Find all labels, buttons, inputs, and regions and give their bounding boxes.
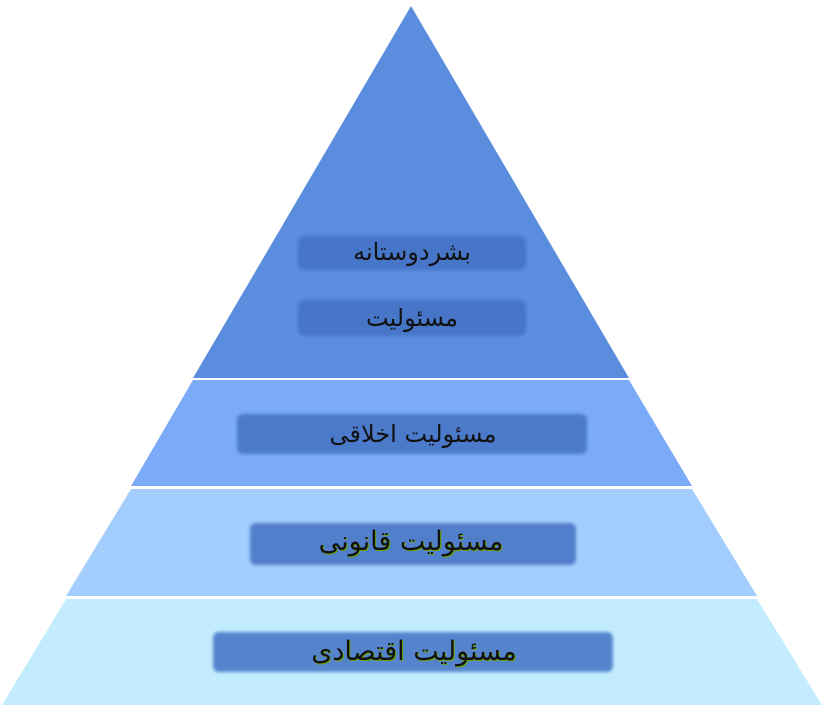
obscured-english-label bbox=[237, 414, 587, 454]
level-1-line-1: بشردوستانه bbox=[353, 238, 471, 266]
level-3-label: مسئولیت قانونی bbox=[318, 526, 504, 557]
level-1-line-2: مسئولیت bbox=[365, 304, 459, 332]
level-4-label: مسئولیت اقتصادی bbox=[311, 636, 517, 667]
obscured-english-label bbox=[298, 236, 526, 270]
obscured-english-label bbox=[250, 523, 576, 565]
level-philanthropic bbox=[193, 6, 629, 378]
obscured-english-label bbox=[298, 300, 526, 336]
level-2-label: مسئولیت اخلاقی bbox=[329, 420, 497, 448]
obscured-english-label bbox=[213, 632, 613, 672]
